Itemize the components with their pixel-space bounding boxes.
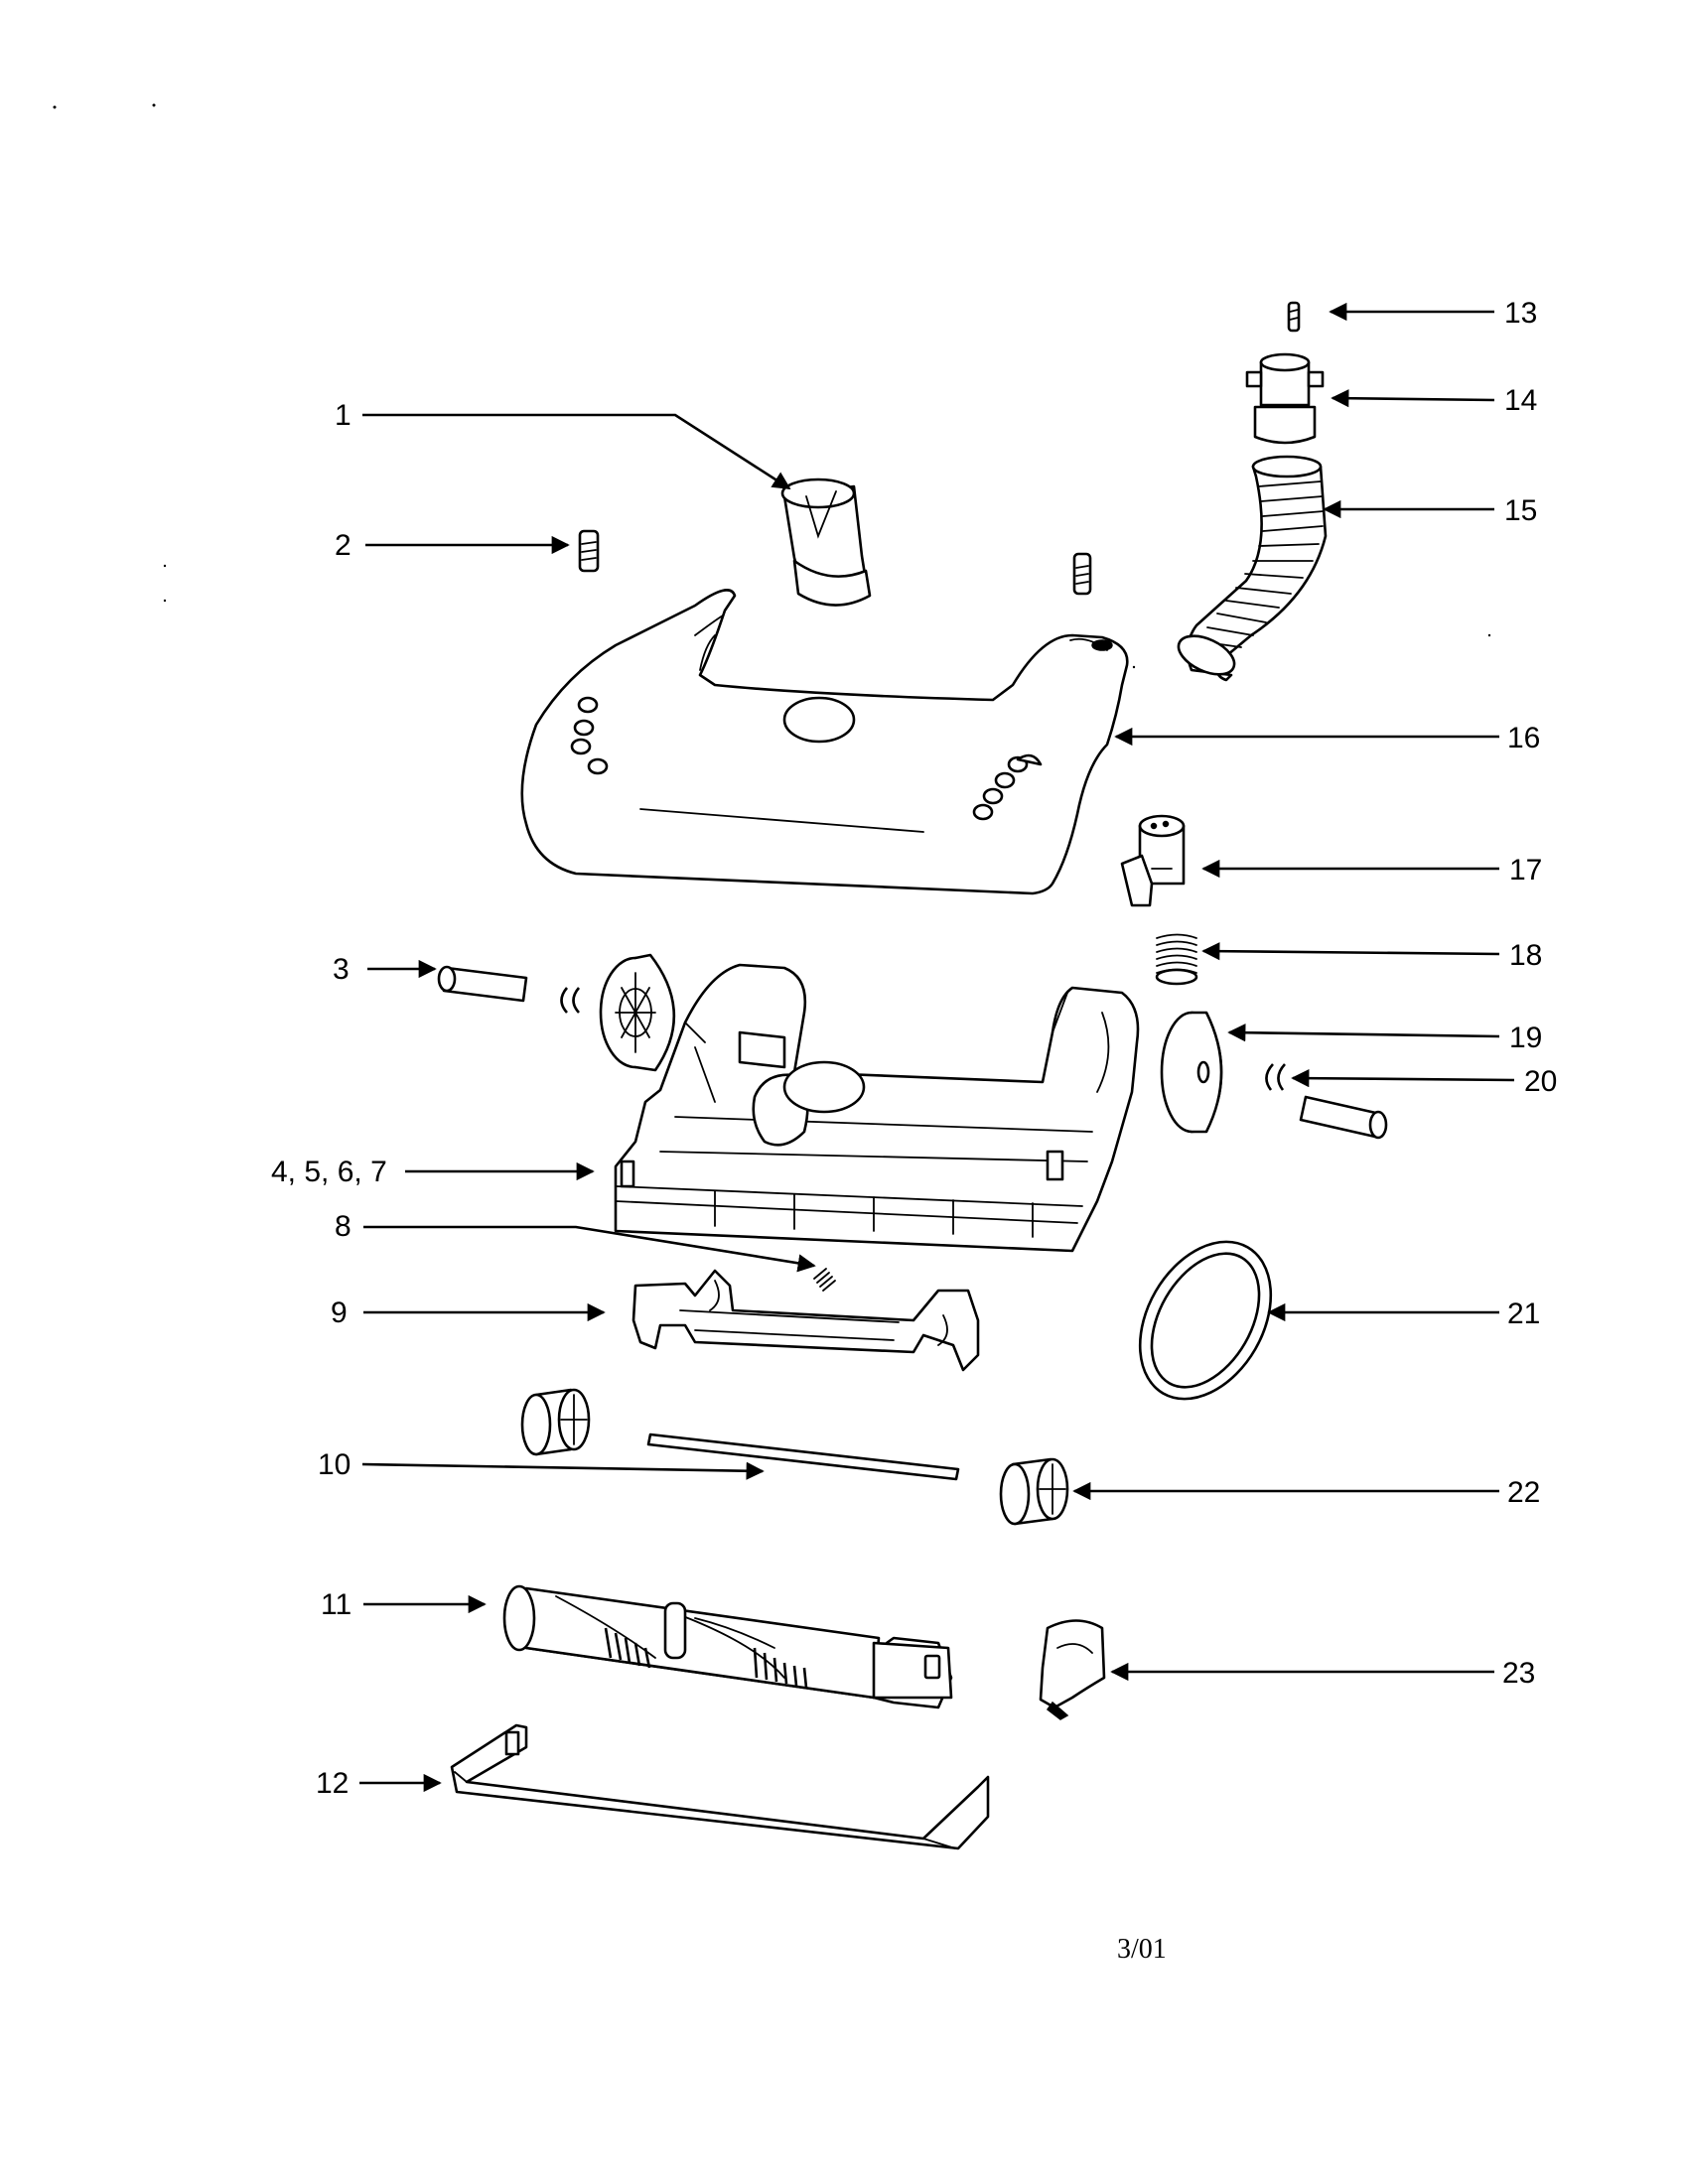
part-14-hose-coupling (1245, 352, 1325, 445)
callout-12: 12 (316, 1767, 349, 1800)
part-11-brush-roll (502, 1584, 953, 1709)
part-20-clip (1265, 1063, 1286, 1091)
clip-icon (560, 987, 581, 1014)
scan-marks (53, 103, 1491, 669)
callout-23: 23 (1502, 1657, 1535, 1690)
part-1-hose-connector (780, 478, 872, 607)
part-22-end-cap (520, 1388, 591, 1456)
callout-4-5-6-7: 4, 5, 6, 7 (271, 1156, 387, 1188)
callout-21: 21 (1507, 1297, 1540, 1330)
wheel-icon (599, 953, 676, 1072)
callout-1: 1 (335, 399, 351, 432)
part-19-wheel (1160, 1011, 1223, 1134)
part-4-7-base (614, 963, 1140, 1253)
callout-11: 11 (321, 1588, 351, 1621)
callout-20: 20 (1524, 1065, 1557, 1098)
part-8-spring (813, 1268, 836, 1292)
part-10-shaft (646, 1433, 960, 1481)
callout-9: 9 (331, 1297, 348, 1329)
part-13-screw (1287, 301, 1301, 333)
callout-10: 10 (318, 1448, 351, 1481)
callout-2: 2 (335, 529, 351, 562)
callout-17: 17 (1509, 854, 1542, 887)
part-16-hood (520, 589, 1129, 895)
part-17-latch (1120, 814, 1186, 907)
part-21-belt (1138, 1240, 1273, 1401)
part-2-screw (578, 529, 600, 573)
callout-22: 22 (1507, 1476, 1540, 1509)
end-cap-icon (999, 1457, 1069, 1526)
callout-labels: 1 2 3 4, 5, 6, 7 8 9 10 11 12 13 14 15 1… (271, 297, 1557, 1800)
part-23-bracket (1039, 1619, 1106, 1720)
screw-icon (1072, 552, 1092, 596)
callout-15: 15 (1504, 494, 1537, 527)
callout-18: 18 (1509, 939, 1542, 972)
callout-16: 16 (1507, 722, 1540, 754)
leader-lines (359, 302, 1515, 1793)
axle-icon (1299, 1095, 1388, 1140)
callout-19: 19 (1509, 1022, 1542, 1054)
revision-date: 3/01 (1117, 1934, 1167, 1965)
part-12-bumper (450, 1723, 990, 1850)
part-18-spring (1155, 933, 1198, 986)
callout-8: 8 (335, 1210, 351, 1243)
callout-14: 14 (1504, 384, 1537, 417)
part-3-axle (437, 965, 528, 1003)
callout-3: 3 (333, 953, 350, 986)
part-15-flexible-hose (1177, 455, 1328, 682)
callout-13: 13 (1504, 297, 1537, 330)
part-9-bracket (632, 1269, 980, 1372)
